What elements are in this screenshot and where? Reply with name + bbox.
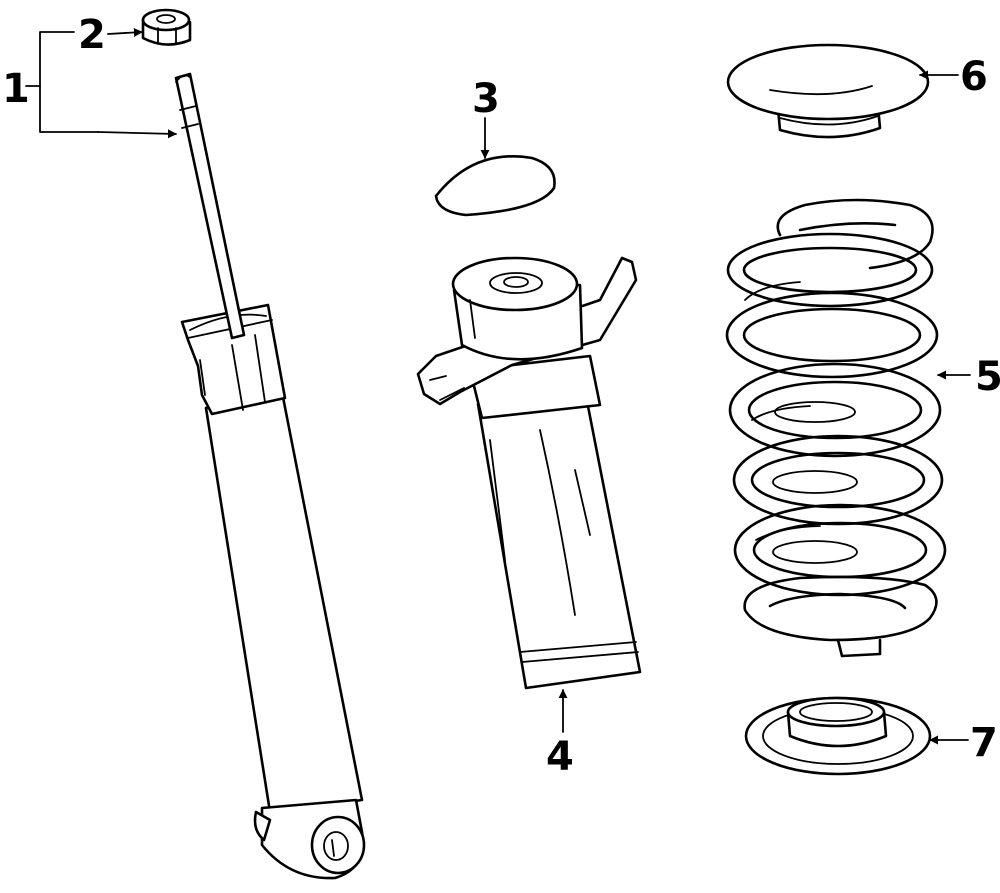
bump-cap[interactable] — [434, 154, 556, 217]
upper-spring-seat[interactable] — [726, 43, 930, 139]
callout-7: 7 — [970, 720, 998, 766]
callout-6: 6 — [960, 54, 988, 100]
lower-insulator[interactable] — [744, 696, 932, 776]
callout-5: 5 — [975, 354, 1000, 400]
shock-absorber[interactable] — [174, 72, 366, 880]
nut[interactable] — [141, 8, 192, 46]
coil-spring[interactable] — [725, 198, 947, 658]
callout-3: 3 — [472, 76, 500, 122]
callout-1: 1 — [2, 66, 30, 112]
callout-2: 2 — [78, 12, 106, 58]
leader-lines — [25, 27, 971, 745]
callout-4: 4 — [546, 734, 574, 780]
strut-mount[interactable] — [416, 256, 642, 690]
